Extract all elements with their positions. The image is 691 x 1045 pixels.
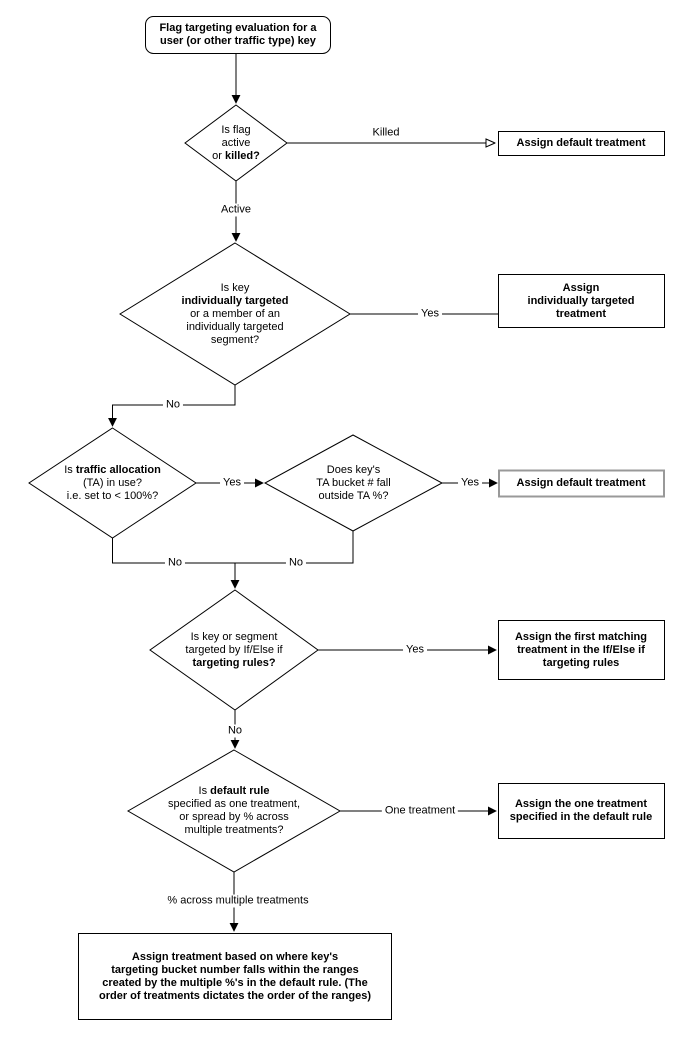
shape-decision-targeting-rules [149, 589, 319, 711]
shape-decision-flag-active [184, 104, 288, 182]
edge-label-no-individual: No [162, 398, 184, 412]
shape-decision-traffic-allocation [28, 427, 197, 539]
edge-no-bucket-merge [234, 531, 354, 564]
shape-box-individually-targeted [498, 274, 665, 328]
shape-decision-default-rule [126, 749, 342, 873]
edge-label-yes-ta: Yes [220, 476, 244, 490]
edge-label-yes-bucket: Yes [458, 476, 482, 490]
edge-label-no-ta: No [164, 556, 186, 570]
shape-box-one-treatment [498, 783, 665, 839]
edge-label-active: Active [218, 203, 254, 217]
edge-label-no-rules: No [224, 724, 246, 738]
edge-label-no-bucket: No [285, 556, 307, 570]
shape-decision-ta-bucket [263, 434, 444, 532]
edge-no-ta-merge [112, 538, 236, 564]
edge-label-one-treatment: One treatment [381, 804, 459, 818]
shape-start [145, 16, 331, 54]
edge-label-yes-individual: Yes [418, 307, 442, 321]
shape-box-default-2 [498, 469, 665, 498]
edge-label-killed: Killed [369, 126, 403, 140]
shape-box-first-matching [498, 620, 665, 680]
edge-label-pct-multiple: % across multiple treatments [164, 894, 312, 908]
shape-box-default-1 [498, 131, 665, 156]
shape-decision-individually-targeted [119, 242, 351, 386]
shape-box-ranges [78, 933, 392, 1020]
edge-label-yes-rules: Yes [403, 643, 427, 657]
